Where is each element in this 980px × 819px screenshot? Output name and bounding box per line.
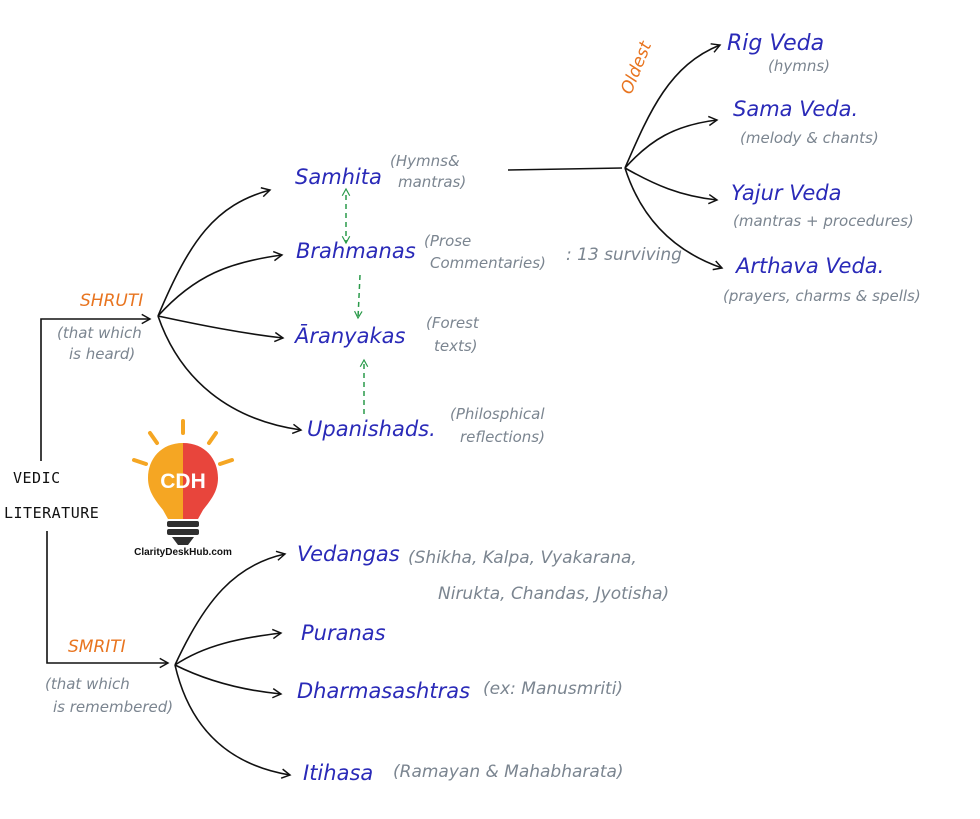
arrow-to-dharmasashtras [174, 664, 283, 699]
upanishads-label: Upanishads. [307, 417, 436, 441]
dharmasashtras-note: (ex: Manusmriti) [483, 679, 624, 699]
arrow-to-aranyakas [157, 315, 285, 343]
itihasa-note: (Ramayan & Mahabharata) [393, 762, 624, 782]
smriti-label: SMRITI [68, 637, 126, 657]
arrow-to-rig-veda [624, 43, 722, 169]
upanishads-note-line2: reflections) [460, 428, 545, 446]
brahmanas-surviving-note: : 13 surviving [566, 245, 682, 265]
arrow-to-brahmanas [157, 250, 284, 317]
shruti-label: SHRUTI [80, 291, 144, 311]
yajur-veda-label: Yajur Veda [731, 181, 842, 205]
samhita-note-line1: (Hymns& [390, 152, 460, 170]
upanishads-note-line1: (Philosphical [450, 405, 545, 423]
vedangas-note-line2: Nirukta, Chandas, Jyotisha) [438, 584, 670, 604]
samhita-label: Samhita [295, 165, 382, 189]
arthava-veda-note: (prayers, charms & spells) [723, 287, 921, 305]
vedangas-label: Vedangas [297, 542, 400, 566]
root-to-smriti-line [46, 531, 170, 669]
puranas-label: Puranas [301, 621, 386, 645]
samhita-note-line2: mantras) [398, 173, 467, 191]
logo-site-text: ClarityDeskHub.com [134, 547, 232, 558]
yajur-veda-note: (mantras + procedures) [733, 212, 914, 230]
root-to-shruti-line [40, 313, 152, 461]
aranyakas-note-line2: texts) [434, 337, 478, 355]
root-label-line1: VEDIC [13, 469, 61, 487]
arrow-to-sama-veda [624, 115, 719, 169]
arthava-veda-label: Arthava Veda. [736, 254, 885, 278]
smriti-note-line1: (that which [45, 675, 130, 693]
vedangas-note-line1: (Shikha, Kalpa, Vyakarana, [408, 548, 637, 568]
aranyakas-note-line1: (Forest [426, 314, 479, 332]
shruti-note-line1: (that which [57, 324, 142, 342]
smriti-note-line2: is remembered) [53, 698, 174, 716]
lightbulb-icon: CDH [132, 419, 234, 545]
rig-veda-label: Rig Veda [727, 31, 825, 56]
logo-monogram: CDH [160, 470, 206, 493]
brahmanas-note-line2: Commentaries) [430, 254, 546, 272]
arrow-to-yajur-veda [624, 167, 719, 205]
arrow-to-puranas [174, 628, 283, 666]
arrow-to-samhita [157, 187, 272, 317]
sama-veda-note: (melody & chants) [740, 129, 879, 147]
brahmanas-aranyakas-link [354, 274, 363, 320]
dharmasashtras-label: Dharmasashtras [297, 679, 471, 703]
sama-veda-label: Sama Veda. [733, 97, 859, 121]
arrow-to-itihasa [174, 664, 292, 779]
arrow-to-vedangas [174, 550, 287, 666]
brahmanas-note-line1: (Prose [424, 232, 472, 250]
arrow-to-arthava-veda [624, 167, 724, 271]
brahmanas-label: Brahmanas [296, 239, 416, 263]
rig-veda-note: (hymns) [768, 57, 831, 75]
aranyakas-label: Āranyakas [295, 324, 406, 348]
itihasa-label: Itihasa [303, 761, 374, 785]
root-label-line2: LITERATURE [4, 504, 100, 522]
shruti-note-line2: is heard) [69, 345, 136, 363]
arrow-to-upanishads [157, 315, 303, 435]
samhita-to-vedas-line [507, 167, 623, 171]
